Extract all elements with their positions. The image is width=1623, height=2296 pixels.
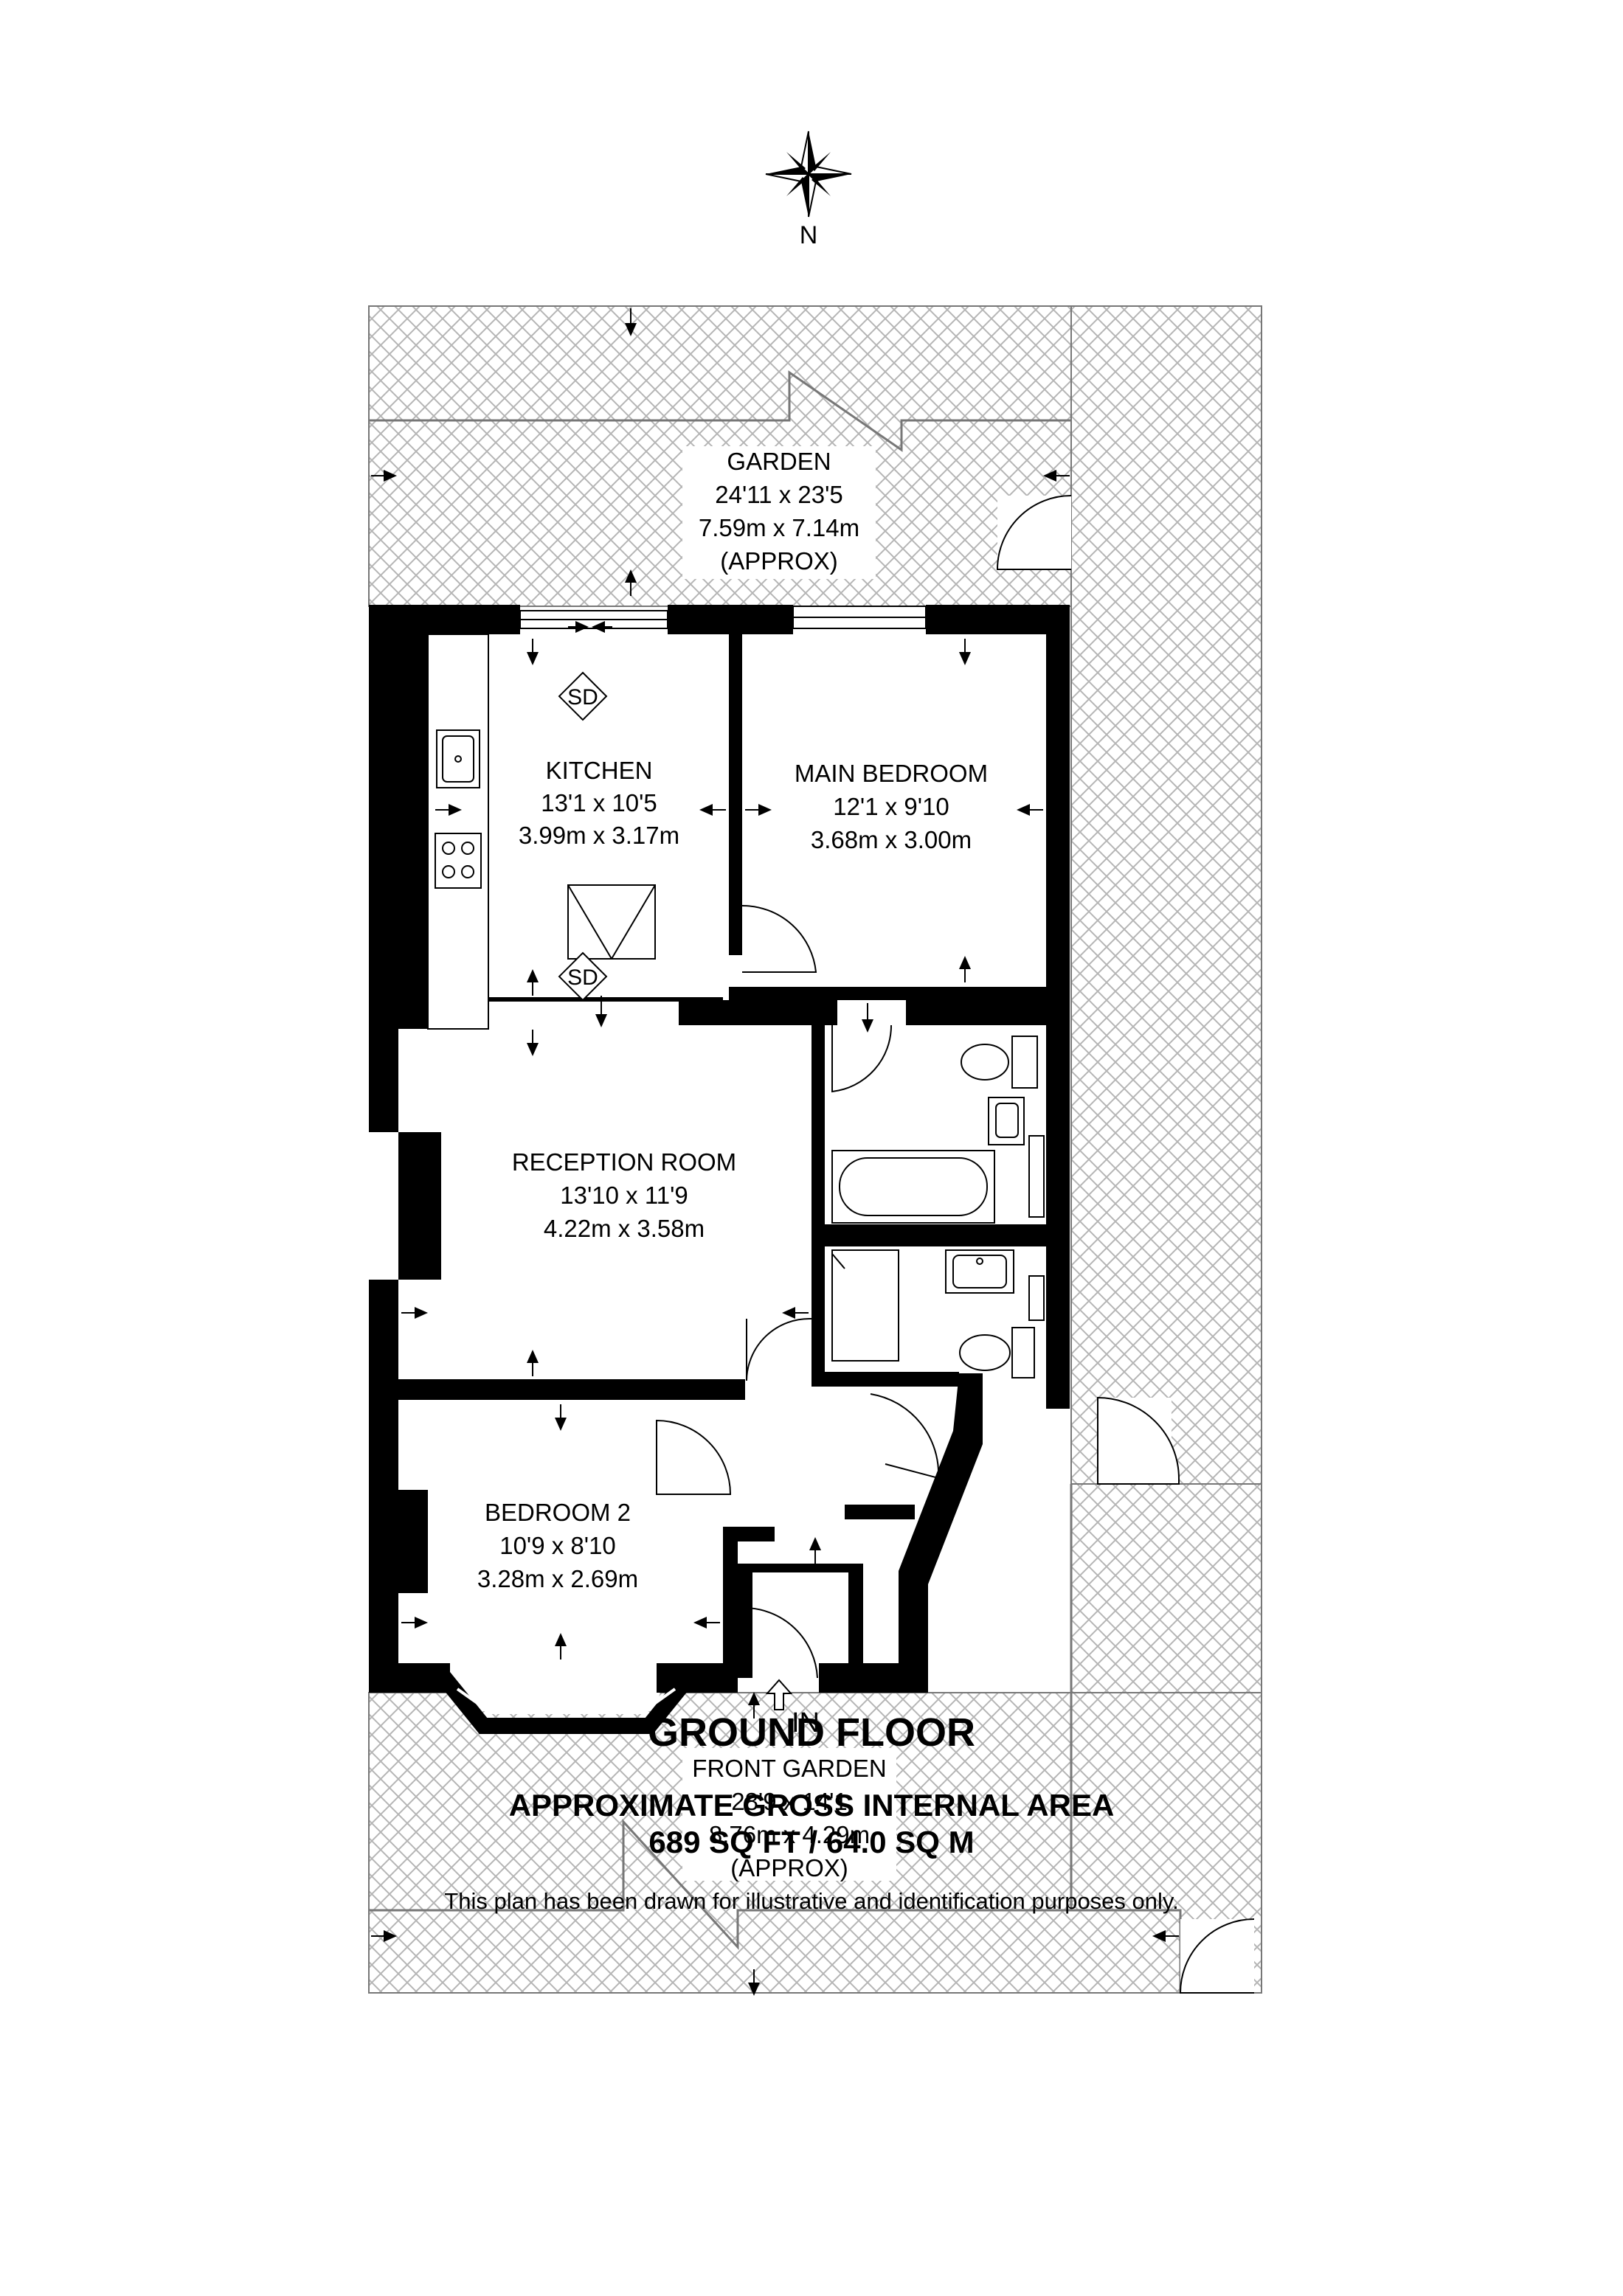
main-bedroom-metric: 3.68m x 3.00m	[811, 826, 972, 853]
garden-door	[996, 495, 1072, 570]
front-garden-dimension-arrows	[371, 1692, 1179, 1996]
bedroom-2-imperial: 10'9 x 8'10	[499, 1532, 616, 1559]
main-bedroom-name: MAIN BEDROOM	[795, 760, 988, 787]
front-garden-area	[368, 1483, 1262, 1994]
main-bedroom-imperial: 12'1 x 9'10	[833, 793, 949, 820]
main-bedroom-label: MAIN BEDROOM 12'1 x 9'10 3.68m x 3.00m	[795, 760, 988, 853]
disclaimer: This plan has been drawn for illustrativ…	[444, 1888, 1179, 1914]
smoke-detector-label: SD	[567, 685, 598, 710]
garden-label: GARDEN 24'11 x 23'5 7.59m x 7.14m (APPRO…	[699, 448, 859, 575]
garden-name: GARDEN	[727, 448, 831, 475]
front-garden-imperial: 28'9 x 14'1	[731, 1788, 848, 1815]
kitchen-partition	[428, 997, 723, 1002]
kitchen-name: KITCHEN	[546, 757, 653, 784]
garden-area	[368, 305, 1262, 1485]
front-garden-note: (APPROX)	[730, 1854, 848, 1881]
reception-room-name: RECEPTION ROOM	[512, 1148, 736, 1176]
building-interior	[398, 634, 1048, 1711]
side-gate	[1097, 1396, 1180, 1485]
front-garden-metric: 8.76m x 4.29m	[709, 1821, 870, 1848]
garden-imperial: 24'11 x 23'5	[715, 481, 842, 508]
smoke-detector-icon: SD	[558, 951, 608, 1002]
compass-rose-icon	[765, 131, 852, 218]
reception-room-imperial: 13'10 x 11'9	[560, 1182, 688, 1209]
smoke-detector-icon: SD	[558, 671, 608, 721]
area-heading: APPROXIMATE GROSS INTERNAL AREA	[508, 1788, 1115, 1822]
garden-note: (APPROX)	[720, 547, 838, 575]
bedroom-2-name: BEDROOM 2	[485, 1499, 631, 1526]
front-garden-label: FRONT GARDEN 28'9 x 14'1 8.76m x 4.29m (…	[692, 1755, 886, 1881]
patio-doors	[519, 610, 668, 633]
entrance-arrow-icon	[765, 1679, 793, 1710]
front-gate	[1179, 1918, 1255, 1994]
entrance-label: IN	[792, 1707, 820, 1738]
garden-metric: 7.59m x 7.14m	[699, 514, 859, 541]
kitchen-label: KITCHEN 13'1 x 10'5 3.99m x 3.17m	[519, 757, 679, 849]
bay-window	[436, 1671, 696, 1734]
reception-room-metric: 4.22m x 3.58m	[544, 1215, 705, 1242]
kitchen-imperial: 13'1 x 10'5	[541, 789, 657, 816]
kitchen-skylight	[567, 884, 656, 960]
bedroom-2-label: BEDROOM 2 10'9 x 8'10 3.28m x 2.69m	[477, 1499, 638, 1592]
bathroom-fixtures	[831, 1036, 1045, 1378]
floor-title: GROUND FLOOR	[648, 1710, 975, 1755]
compass-north-label: N	[800, 221, 818, 249]
area-value: 689 SQ FT / 64.0 SQ M	[648, 1825, 975, 1859]
room-dimension-arrows	[401, 639, 1043, 1659]
inner-walls	[398, 634, 1046, 1678]
smoke-detector-label: SD	[567, 965, 598, 990]
garden-dimension-arrows	[371, 308, 1070, 596]
kitchen-metric: 3.99m x 3.17m	[519, 822, 679, 849]
doors	[656, 904, 940, 1679]
bedroom-window	[792, 606, 927, 629]
reception-room-label: RECEPTION ROOM 13'10 x 11'9 4.22m x 3.58…	[512, 1148, 736, 1242]
front-garden-name: FRONT GARDEN	[692, 1755, 886, 1782]
kitchen-worktop	[427, 634, 489, 1030]
bedroom-2-metric: 3.28m x 2.69m	[477, 1565, 638, 1592]
